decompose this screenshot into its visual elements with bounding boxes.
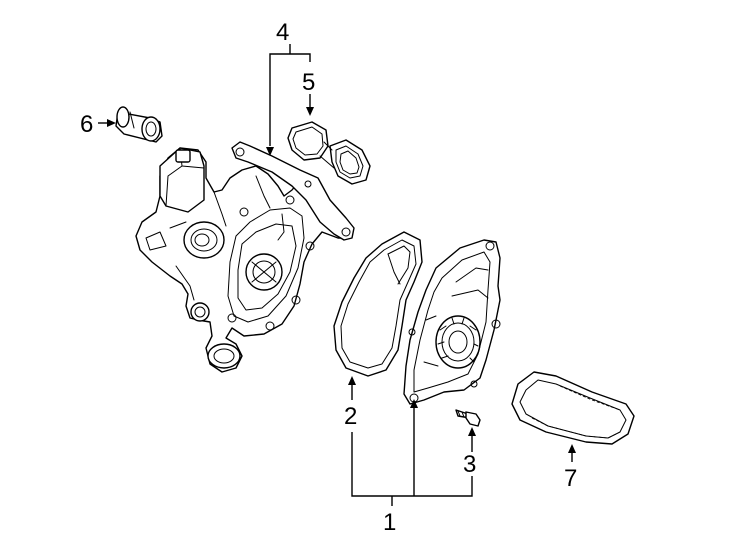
part-2-gasket bbox=[333, 231, 423, 377]
leader-lines bbox=[98, 44, 576, 506]
part-3-bolt bbox=[455, 409, 481, 427]
part-1-water-pump bbox=[403, 239, 501, 405]
callout-labels: 1 2 3 4 5 6 7 bbox=[80, 19, 577, 536]
arrow-6 bbox=[107, 119, 116, 127]
arrow-7 bbox=[568, 444, 576, 453]
callout-1: 1 bbox=[383, 509, 396, 536]
arrow-2 bbox=[348, 376, 356, 385]
leader-1 bbox=[351, 432, 473, 497]
callout-2: 2 bbox=[344, 403, 357, 430]
callout-6: 6 bbox=[80, 111, 93, 138]
callout-5: 5 bbox=[302, 69, 315, 96]
part-4-housing bbox=[135, 141, 355, 373]
part-5-seal bbox=[287, 121, 371, 185]
arrow-5 bbox=[306, 107, 314, 116]
arrow-4 bbox=[266, 147, 274, 156]
callout-4: 4 bbox=[276, 19, 289, 46]
part-7-belt bbox=[511, 371, 635, 445]
callout-3: 3 bbox=[463, 451, 476, 478]
arrow-3 bbox=[468, 427, 476, 436]
callout-7: 7 bbox=[564, 465, 577, 492]
arrow-1 bbox=[410, 399, 418, 408]
part-6-hose-fitting bbox=[115, 106, 163, 143]
